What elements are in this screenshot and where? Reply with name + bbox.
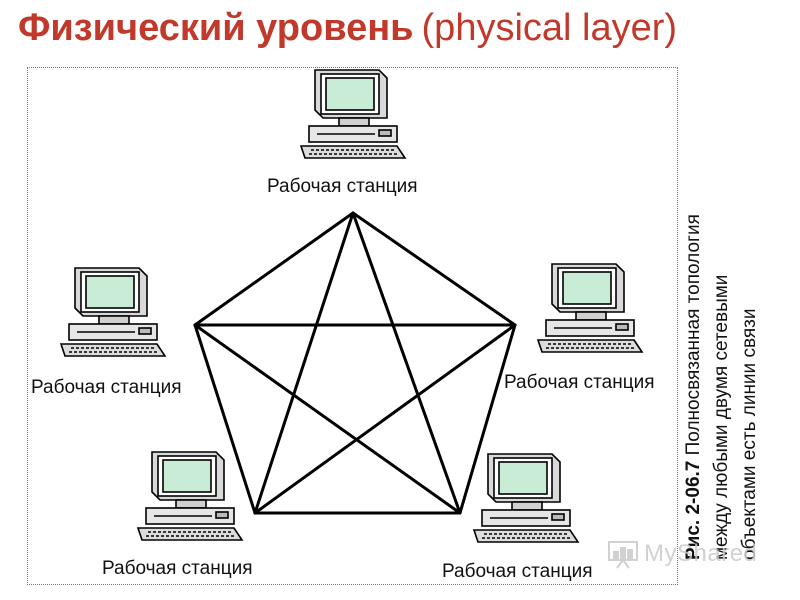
workstation-left: Рабочая станция bbox=[31, 264, 185, 398]
caption-text-1: Полносвязанная топология bbox=[683, 214, 704, 456]
workstation-label: Рабочая станция bbox=[442, 561, 593, 582]
link-top-bottomleft bbox=[253, 211, 355, 515]
link-left-top bbox=[193, 211, 355, 327]
caption-line-3: объектами есть линии связи bbox=[739, 308, 760, 560]
link-left-bottomright bbox=[193, 323, 462, 515]
workstation-label: Рабочая станция bbox=[267, 176, 418, 197]
caption-line-1: Рис. 2-06.7 Полносвязанная топология bbox=[680, 60, 708, 560]
watermark: MyShared bbox=[606, 536, 757, 572]
title-russian: Физический уровень bbox=[18, 7, 414, 49]
workstation-top: Рабочая станция bbox=[267, 66, 425, 197]
computer-icon bbox=[299, 69, 407, 159]
presentation-chart-icon bbox=[608, 541, 638, 569]
caption-line-2: между любыми двумя сетевыми bbox=[711, 274, 732, 560]
workstation-right: Рабочая станция bbox=[504, 260, 662, 393]
workstation-label: Рабочая станция bbox=[31, 377, 182, 398]
diagram-frame bbox=[27, 67, 678, 585]
link-top-bottomright bbox=[351, 211, 462, 515]
computer-icon bbox=[59, 267, 167, 357]
workstation-bottom-right: Рабочая станция bbox=[442, 450, 598, 582]
computer-icon bbox=[536, 263, 644, 353]
workstation-label: Рабочая станция bbox=[102, 558, 253, 579]
computer-icon bbox=[136, 451, 244, 541]
computer-icon bbox=[472, 453, 580, 543]
link-bottomleft-left bbox=[193, 323, 257, 515]
workstation-label: Рабочая станция bbox=[504, 372, 655, 393]
workstation-bottom-left: Рабочая станция bbox=[102, 448, 262, 579]
title-english: (physical layer) bbox=[421, 7, 678, 49]
link-right-bottomleft bbox=[253, 323, 517, 515]
figure-caption: Рис. 2-06.7 Полносвязанная топология меж… bbox=[680, 60, 764, 560]
link-top-right bbox=[351, 211, 517, 327]
link-right-bottomright bbox=[458, 323, 517, 515]
slide-title: Физический уровень(physical layer) bbox=[18, 4, 677, 52]
watermark-text: MyShared bbox=[644, 540, 758, 567]
